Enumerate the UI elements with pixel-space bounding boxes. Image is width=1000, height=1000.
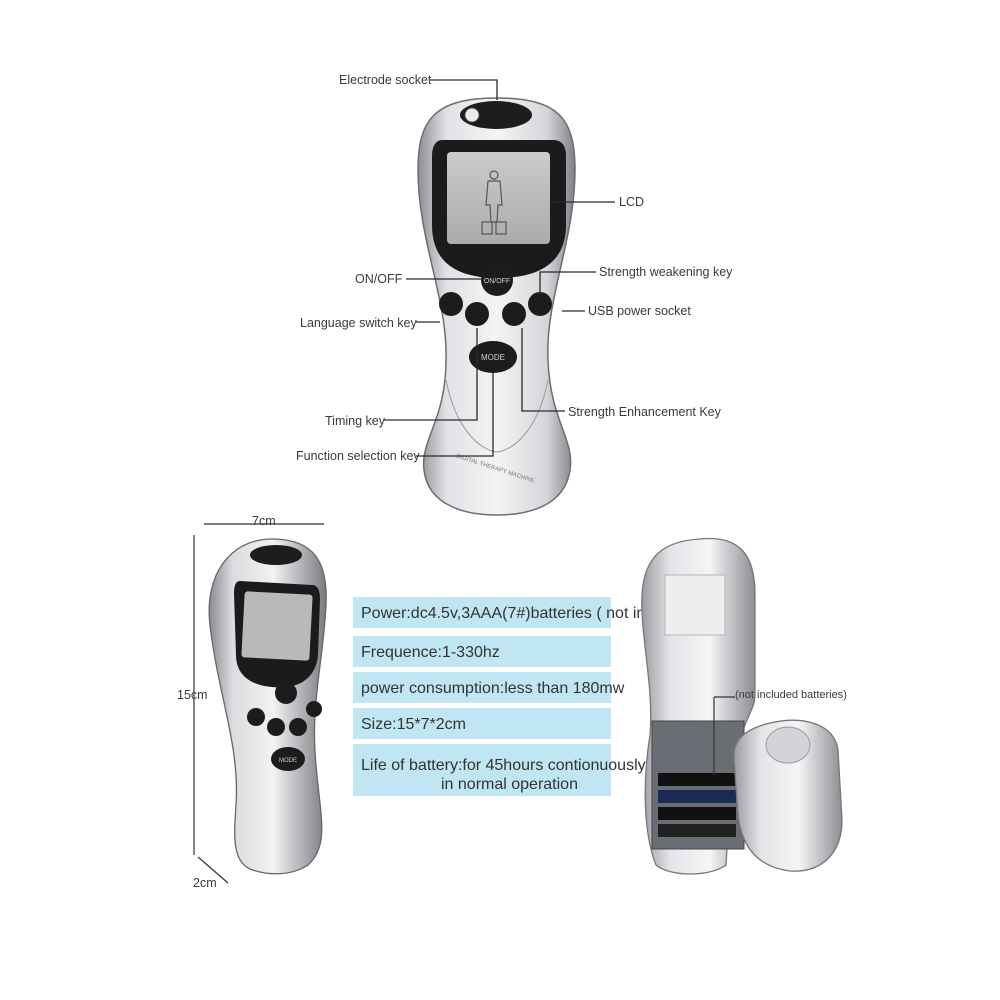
- dimension-device-illustration: MODE: [193, 523, 327, 884]
- logo-badge: [460, 101, 532, 129]
- callout-lcd: LCD: [619, 195, 645, 209]
- strength-up-key: [502, 302, 526, 326]
- power-button: [481, 264, 513, 296]
- battery-4: [658, 824, 736, 837]
- cover-latch: [765, 726, 811, 764]
- key-small-1: [247, 708, 265, 726]
- mode-button-text: MODE: [481, 353, 505, 362]
- callout-language-switch-key: Language switch key: [300, 316, 417, 330]
- battery-note: (not included batteries): [735, 689, 847, 701]
- key-small-4: [306, 701, 322, 717]
- back-view-illustration: [641, 537, 843, 875]
- label-area: [664, 574, 726, 636]
- battery-1: [658, 773, 736, 786]
- spec-size: Size:15*7*2cm: [361, 716, 466, 733]
- body-figure-icon: [481, 170, 507, 235]
- dimension-width-label: 7cm: [252, 514, 276, 528]
- battery-3: [658, 807, 736, 820]
- strength-down-key: [528, 292, 552, 316]
- spec-battery-life-cont: in normal operation: [441, 776, 578, 793]
- spec-battery-life: Life of battery:for 45hours contionuousl…: [361, 757, 646, 774]
- main-device-illustration: ON/OFF MODE DIGITAL THERAPY MACHINE: [384, 79, 615, 516]
- power-button-small: [275, 682, 297, 704]
- key-small-2: [267, 718, 285, 736]
- body-curve-left: [445, 379, 498, 453]
- mode-button: [469, 341, 517, 373]
- callout-strength-weakening-key: Strength weakening key: [599, 265, 733, 279]
- spec-row-frequence: [353, 636, 611, 667]
- spec-row-power: [353, 597, 611, 628]
- callout-usb-power-socket: USB power socket: [588, 304, 691, 318]
- timing-key: [465, 302, 489, 326]
- callout-function-selection-key: Function selection key: [296, 449, 420, 463]
- callout-strength-enhancement-key: Strength Enhancement Key: [568, 405, 721, 419]
- callout-on-off: ON/OFF: [355, 272, 403, 286]
- spec-row-size: [353, 708, 611, 739]
- power-button-text: ON/OFF: [484, 278, 510, 285]
- mode-button-small: [271, 747, 305, 771]
- key-small-3: [289, 718, 307, 736]
- leader-function-selection: [416, 373, 494, 457]
- spec-row-battery-life: [353, 744, 611, 796]
- svg-text:MODE: MODE: [279, 758, 297, 764]
- body-curve-right: [496, 379, 549, 453]
- spec-power: Power:dc4.5v,3AAA(7#)batteries ( not inc…: [361, 605, 703, 622]
- battery-cover: [733, 719, 843, 872]
- callout-timing-key: Timing key: [325, 414, 385, 428]
- language-key: [439, 292, 463, 316]
- dimension-height-label: 15cm: [177, 688, 208, 702]
- depth-dimension-line: [197, 856, 229, 884]
- spec-frequence: Frequence:1-330hz: [361, 644, 500, 661]
- leader-strength-enhancement: [521, 328, 565, 412]
- leader-timing: [384, 328, 478, 421]
- lcd-screen: [447, 152, 550, 244]
- electrode-socket: [464, 107, 480, 123]
- battery-2: [658, 790, 736, 803]
- dimension-depth-label: 2cm: [193, 876, 217, 890]
- spec-row-power-consumption: [353, 672, 611, 703]
- lcd-screen-small: [241, 591, 313, 661]
- leader-strength-weakening: [539, 271, 596, 294]
- callout-electrode-socket: Electrode socket: [339, 73, 432, 87]
- logo-badge-small: [250, 545, 302, 565]
- leader-electrode-socket: [430, 79, 498, 100]
- spec-power-consumption: power consumption:less than 180mw: [361, 680, 625, 697]
